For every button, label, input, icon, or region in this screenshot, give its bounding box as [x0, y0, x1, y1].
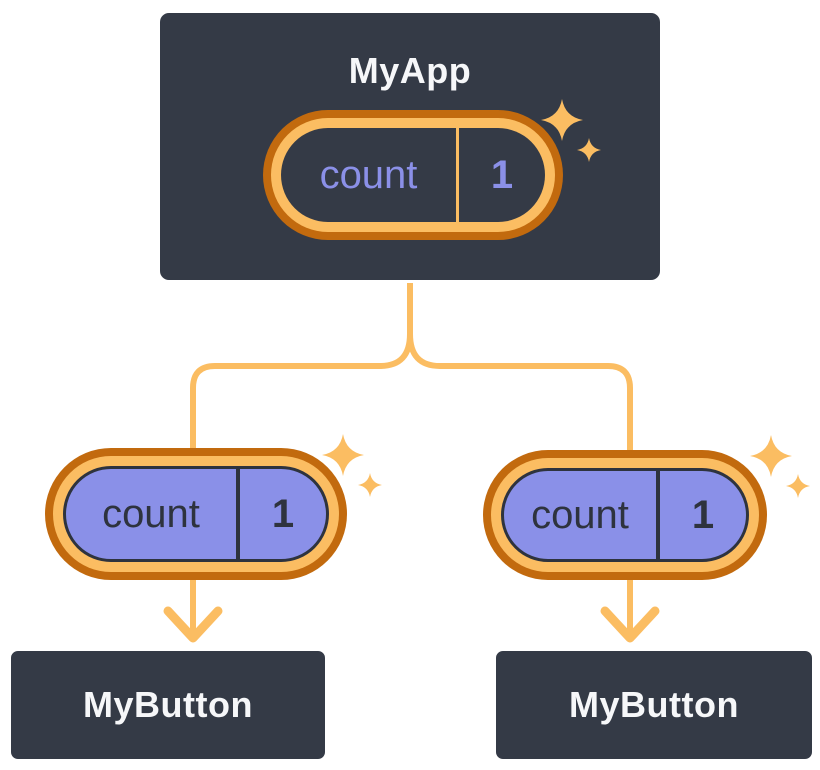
node-mybutton-left-title: MyButton [83, 684, 253, 725]
state-pill-root-ring: count 1 [271, 118, 555, 232]
state-pill-left: count 1 [45, 434, 382, 580]
state-pill-divider [456, 128, 459, 222]
state-pill-right-ring: count 1 [491, 458, 759, 572]
sparkle-icon [541, 99, 601, 162]
state-value: 1 [490, 153, 514, 197]
state-pill-root: count 1 [263, 99, 601, 240]
state-pill-left-ring: count 1 [53, 456, 339, 572]
node-mybutton-right: MyButton [493, 648, 815, 762]
arrowhead-right-icon [600, 606, 660, 643]
state-pill-divider [236, 469, 240, 559]
node-mybutton-right-title: MyButton [569, 684, 739, 725]
state-value: 1 [271, 492, 295, 536]
state-name-label: count [531, 493, 629, 537]
state-name-label: count [102, 492, 200, 536]
state-value: 1 [691, 493, 715, 537]
connector-left [190, 280, 413, 636]
sparkle-icon [750, 435, 810, 498]
state-pill-right: count 1 [483, 435, 810, 580]
sparkle-icon [322, 434, 382, 497]
node-myapp-title: MyApp [348, 50, 472, 91]
connector-right [407, 280, 633, 636]
state-name-label: count [319, 153, 418, 197]
state-pill-divider [656, 471, 660, 559]
node-mybutton-left: MyButton [8, 648, 328, 762]
arrowhead-left-icon [163, 606, 223, 643]
